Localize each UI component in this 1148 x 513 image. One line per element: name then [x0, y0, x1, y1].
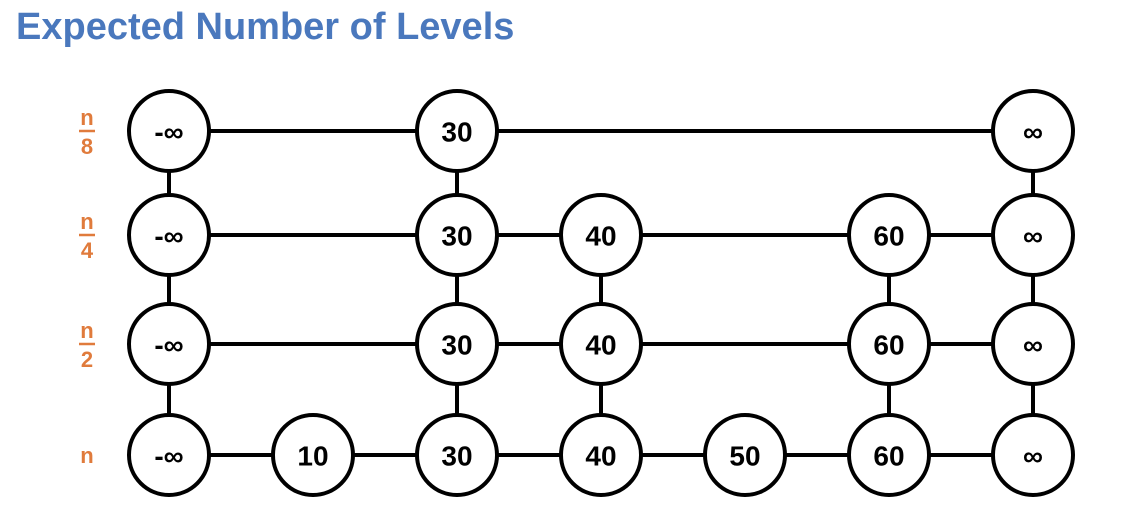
node-neg-inf-level-2: -∞: [127, 302, 211, 386]
node-inf-level-3: ∞: [991, 413, 1075, 497]
node-value: 30: [441, 221, 472, 252]
node-circle: [127, 302, 211, 386]
node-circle: [991, 193, 1075, 277]
level-label-denominator: 8: [81, 134, 93, 159]
node-value: 40: [585, 221, 616, 252]
node-value: -∞: [154, 117, 183, 148]
node-value: 30: [441, 441, 472, 472]
node-circle: [415, 193, 499, 277]
node-10-level-3: 10: [271, 413, 355, 497]
level-label-1: n4: [79, 209, 95, 263]
node-value: 40: [585, 441, 616, 472]
node-value: 10: [297, 441, 328, 472]
nodes-layer: -∞ 30 ∞ -∞ 30 40 60 ∞ -∞ 30 40 60 ∞ -∞ 10 30 40 50 60 ∞: [127, 89, 1075, 497]
node-40-level-3: 40: [559, 413, 643, 497]
node-value: 60: [873, 441, 904, 472]
node-circle: [559, 193, 643, 277]
node-circle: [415, 302, 499, 386]
level-label-denominator: 2: [81, 347, 93, 372]
node-circle: [559, 302, 643, 386]
edges-layer: [167, 129, 1035, 457]
node-60-level-1: 60: [847, 193, 931, 277]
level-label-2: n2: [79, 318, 95, 372]
node-value: ∞: [1023, 221, 1043, 252]
node-neg-inf-level-1: -∞: [127, 193, 211, 277]
node-30-level-3: 30: [415, 413, 499, 497]
node-30-level-0: 30: [415, 89, 499, 173]
node-circle: [127, 89, 211, 173]
node-neg-inf-level-0: -∞: [127, 89, 211, 173]
node-value: 50: [729, 441, 760, 472]
node-circle: [847, 193, 931, 277]
node-inf-level-2: ∞: [991, 302, 1075, 386]
node-circle: [271, 413, 355, 497]
level-label-denominator: 4: [81, 238, 94, 263]
node-30-level-2: 30: [415, 302, 499, 386]
node-value: 60: [873, 221, 904, 252]
node-40-level-2: 40: [559, 302, 643, 386]
node-circle: [991, 413, 1075, 497]
level-label-numerator: n: [80, 105, 93, 130]
node-circle: [415, 413, 499, 497]
level-label-0: n8: [79, 105, 95, 159]
level-label-3: n: [80, 443, 93, 468]
node-circle: [559, 413, 643, 497]
level-label-text: n: [80, 443, 93, 468]
node-value: 60: [873, 330, 904, 361]
node-circle: [127, 193, 211, 277]
node-circle: [703, 413, 787, 497]
node-value: ∞: [1023, 330, 1043, 361]
node-60-level-3: 60: [847, 413, 931, 497]
node-50-level-3: 50: [703, 413, 787, 497]
level-label-numerator: n: [80, 209, 93, 234]
node-value: -∞: [154, 221, 183, 252]
node-40-level-1: 40: [559, 193, 643, 277]
node-circle: [127, 413, 211, 497]
node-value: 30: [441, 330, 472, 361]
node-60-level-2: 60: [847, 302, 931, 386]
node-neg-inf-level-3: -∞: [127, 413, 211, 497]
node-circle: [847, 302, 931, 386]
node-circle: [991, 302, 1075, 386]
node-circle: [847, 413, 931, 497]
node-value: 30: [441, 117, 472, 148]
node-value: -∞: [154, 441, 183, 472]
node-value: -∞: [154, 330, 183, 361]
node-inf-level-0: ∞: [991, 89, 1075, 173]
node-circle: [415, 89, 499, 173]
node-circle: [991, 89, 1075, 173]
node-inf-level-1: ∞: [991, 193, 1075, 277]
level-label-numerator: n: [80, 318, 93, 343]
node-value: ∞: [1023, 117, 1043, 148]
node-30-level-1: 30: [415, 193, 499, 277]
page-title: Expected Number of Levels: [16, 6, 515, 48]
node-value: 40: [585, 330, 616, 361]
node-value: ∞: [1023, 441, 1043, 472]
